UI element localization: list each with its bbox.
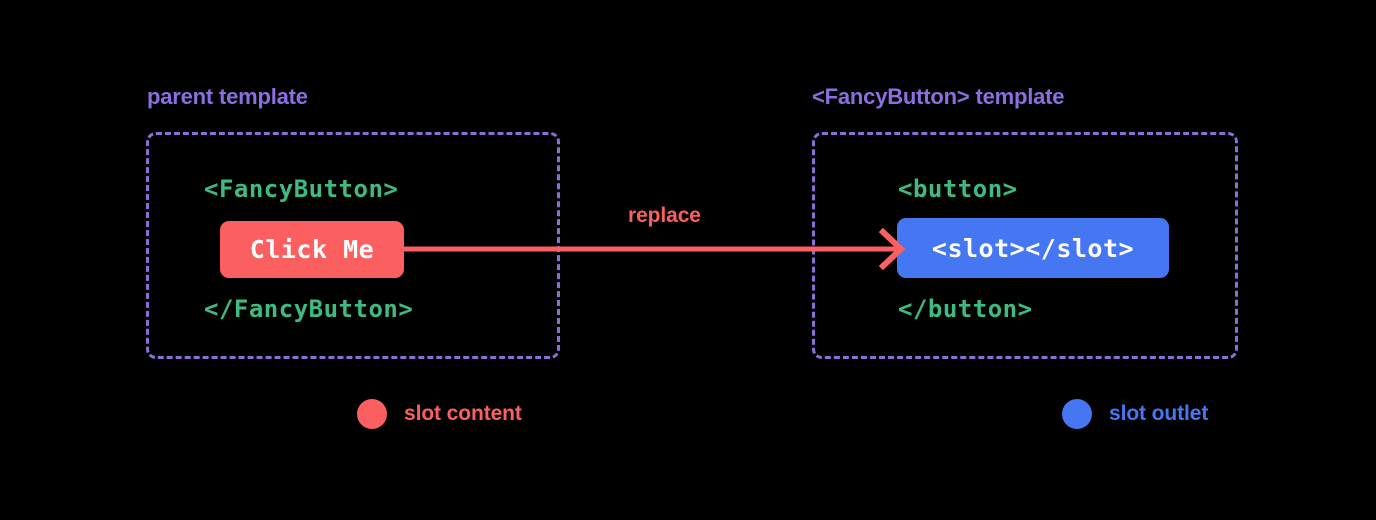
parent-open-tag: <FancyButton> bbox=[204, 175, 399, 203]
legend-dot-icon-slot-content bbox=[357, 399, 387, 429]
legend-label-slot-content: slot content bbox=[404, 402, 522, 425]
parent-template-title: parent template bbox=[147, 84, 308, 109]
button-open-tag: <button> bbox=[898, 175, 1018, 203]
legend-item-slot-outlet: slot outlet bbox=[1062, 399, 1208, 429]
replace-arrow bbox=[402, 226, 908, 272]
fancybutton-template-title: <FancyButton> template bbox=[812, 84, 1065, 109]
replace-arrow-label: replace bbox=[628, 204, 701, 227]
fancybutton-template-box bbox=[812, 132, 1238, 359]
slot-outlet-chip[interactable]: <slot></slot> bbox=[897, 218, 1169, 278]
legend-label-slot-outlet: slot outlet bbox=[1109, 402, 1209, 425]
replace-arrow-svg bbox=[402, 227, 906, 271]
parent-template-box bbox=[146, 132, 560, 359]
arrow-head-icon bbox=[878, 227, 906, 271]
button-close-tag: </button> bbox=[898, 295, 1033, 323]
legend-item-slot-content: slot content bbox=[357, 399, 522, 429]
parent-close-tag: </FancyButton> bbox=[204, 295, 414, 323]
slot-content-chip[interactable]: Click Me bbox=[220, 221, 404, 278]
legend-dot-icon-slot-outlet bbox=[1062, 399, 1092, 429]
